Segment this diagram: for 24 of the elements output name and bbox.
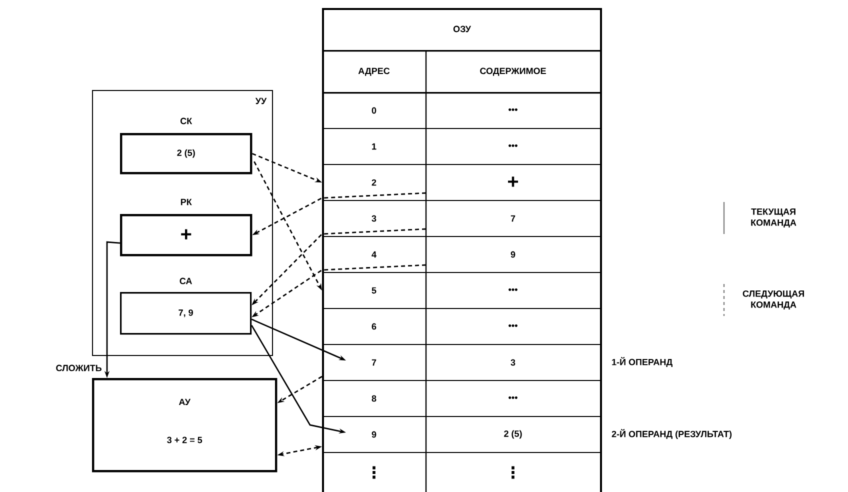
table-header-row: АДРЕС СОДЕРЖИМОЕ [322,50,602,94]
memory-row: 3 7 [322,200,601,237]
arithmetic-unit-box: АУ 3 + 2 = 5 [92,378,278,472]
register-box: 7, 9 СА [120,278,252,335]
memory-row: 7 3 [322,344,601,381]
operand-note: 2-Й ОПЕРАНД (РЕЗУЛЬТАТ) [612,429,732,439]
operand-note: 1-Й ОПЕРАНД [612,357,672,367]
edge-label: СЛОЖИТЬ [56,364,102,372]
legend-text: ТЕКУЩАЯ КОМАНДА [751,208,796,228]
register-box: 2 (5) СК [120,118,252,174]
node-label: СК [180,118,192,124]
memory-row: ⋮ ⋮ [322,452,601,492]
memory-row: 4 9 [322,236,601,273]
legend-text: СЛЕДУЮЩАЯ КОМАНДА [742,290,804,310]
memory-row: 0 ••• [322,92,601,129]
node-label: СА [180,278,192,284]
memory-row: 5 ••• [322,272,601,309]
register-box: + РК [120,198,252,256]
node-label: РК [180,198,192,206]
memory-row: 9 2 (5) [322,416,601,453]
memory-row: 6 ••• [322,308,601,345]
memory-row: 2 + [322,164,601,201]
memory-row: 1 ••• [322,128,601,165]
memory-row: 8 ••• [322,380,601,417]
